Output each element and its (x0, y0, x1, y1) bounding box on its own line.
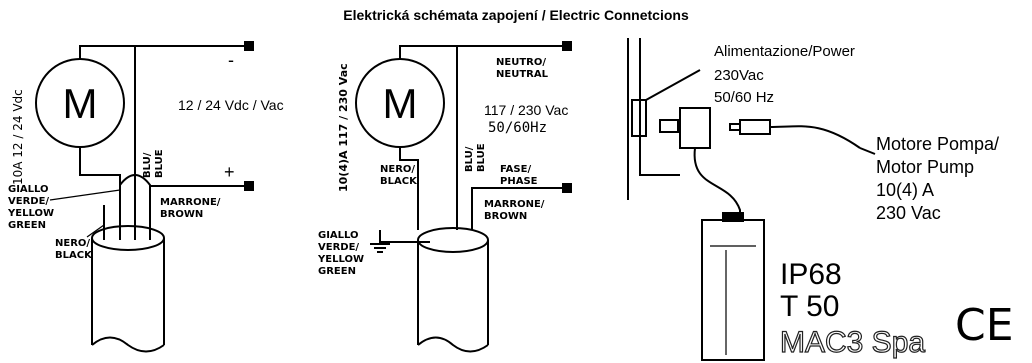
ac-rating-label: 10(4)A 117 / 230 Vac (337, 63, 350, 192)
diagram-title: Elektrická schémata zapojení / Electric … (343, 7, 689, 23)
power-cord-plug (739, 119, 771, 135)
motor-label-3: 10(4) A (876, 180, 934, 200)
ac-neutral-label-1: NEUTRO/ (496, 57, 546, 68)
dc-yellow-label-1: GIALLO (8, 184, 49, 195)
wall-outline (627, 38, 680, 200)
dc-black-label-2: BLACK (55, 250, 93, 261)
power-cord-end (859, 147, 876, 155)
temperature-rating: T 50 (780, 290, 840, 323)
dc-wire-hump (119, 174, 151, 240)
ac-yellow-label-2: VERDE/ (318, 242, 359, 253)
dc-cable-body (91, 238, 165, 345)
power-cord (769, 125, 861, 149)
dc-brown-label-2: BROWN (160, 209, 203, 220)
ac-terminal-phase (562, 183, 572, 193)
dc-terminal-minus (244, 41, 254, 51)
ac-brown-label-1: MARRONE/ (484, 199, 545, 210)
power-cord-plug-pins (729, 123, 741, 131)
ac-brown-label-2: BROWN (484, 211, 527, 222)
dc-plus-label: + (224, 162, 235, 182)
dc-motor-label: M (63, 80, 98, 127)
brand-logo: MAC3 Spa (780, 326, 925, 359)
ac-voltage-label: 117 / 230 Vac (484, 102, 568, 118)
ac-wire-ground (379, 230, 430, 243)
ac-wire-phase (471, 187, 566, 230)
dc-yellow-label-2: VERDE/ (8, 196, 49, 207)
ac-wire-top (399, 45, 566, 59)
dc-blue-label-2: BLUE (154, 149, 165, 178)
ac-cable-end (417, 336, 489, 353)
ce-mark: CE (955, 300, 1014, 351)
ac-cable-body (417, 240, 489, 345)
ac-motor-label: M (383, 80, 418, 127)
ac-yellow-label-3: YELLOW (317, 254, 364, 265)
pump-body (701, 219, 765, 361)
power-label-3: 50/60 Hz (714, 89, 774, 106)
ac-phase-label-2: PHASE (500, 176, 538, 187)
dc-black-label-1: NERO/ (55, 238, 90, 249)
ac-neutral-label-2: NEUTRAL (496, 69, 549, 80)
motor-label-4: 230 Vac (876, 203, 941, 223)
ac-yellow-label-4: GREEN (318, 266, 356, 277)
ac-terminal-neutral (562, 41, 572, 51)
dc-blue-label-1: BLU/ (142, 152, 153, 178)
ac-frequency-label: 50/60Hz (488, 120, 547, 136)
pump-cable-gland (722, 212, 744, 222)
ac-phase-label-1: FASE/ (500, 164, 531, 175)
dc-terminal-plus (244, 181, 254, 191)
dc-yellow-label-3: YELLOW (7, 208, 54, 219)
ac-black-label-2: BLACK (380, 176, 418, 187)
ac-cable-top (417, 227, 489, 253)
dc-pointer-black (86, 224, 105, 238)
ac-blue-label-1: BLU/ (464, 146, 475, 172)
dc-rating-label: 10A 12 / 24 Vdc (11, 89, 25, 185)
dc-supply-label: 12 / 24 Vdc / Vac (178, 97, 284, 113)
motor-label-1: Motore Pompa/ (876, 134, 999, 154)
power-label-1: Alimentazione/Power (714, 43, 855, 60)
ac-black-label-1: NERO/ (380, 164, 415, 175)
dc-wire-top (79, 45, 248, 59)
ac-diagram: M 10(4)A 117 / 230 Vac NEUTRO/ NEUTRAL 1… (317, 41, 572, 353)
pump-plug (679, 107, 711, 149)
ac-wire-black (399, 147, 419, 230)
pump-plug-pins (659, 119, 679, 133)
pump-diagram: Alimentazione/Power 230Vac 50/60 Hz Moto… (627, 38, 1014, 361)
dc-brown-label-1: MARRONE/ (160, 197, 221, 208)
dc-pointer-yellow (49, 189, 121, 201)
dc-diagram: M 10A 12 / 24 Vdc - + 12 / 24 Vdc / Vac … (7, 41, 284, 353)
ip-rating: IP68 (780, 258, 842, 291)
dc-cable-top (91, 225, 165, 251)
dc-minus-label: - (228, 50, 234, 70)
power-label-2: 230Vac (714, 67, 764, 84)
power-pointer (645, 69, 701, 101)
motor-label-2: Motor Pump (876, 157, 974, 177)
ac-blue-label-2: BLUE (476, 143, 487, 172)
pump-plug-cable (693, 147, 741, 220)
ac-yellow-label-1: GIALLO (318, 230, 359, 241)
dc-cable-end (91, 336, 165, 353)
dc-yellow-label-4: GREEN (8, 220, 46, 231)
wall-socket (631, 99, 647, 137)
